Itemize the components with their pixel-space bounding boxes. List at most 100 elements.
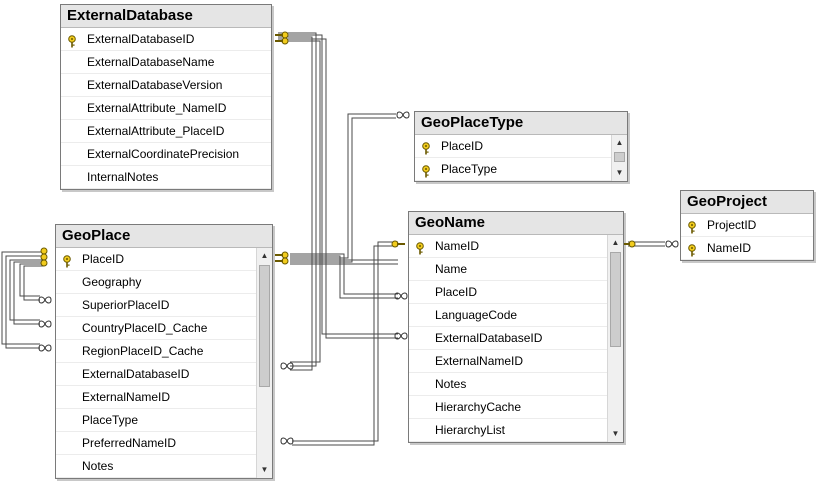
primary-key-icon [420, 163, 432, 178]
column-row[interactable]: SuperiorPlaceID [56, 294, 256, 317]
column-name: Notes [82, 459, 114, 473]
column-name: PlaceID [82, 252, 125, 266]
column-name: PlaceID [435, 285, 478, 299]
column-row[interactable]: PlaceID [415, 135, 611, 158]
column-name: InternalNotes [87, 170, 159, 184]
column-name: ExternalNameID [435, 354, 524, 368]
vertical-scrollbar[interactable]: ▲▼ [256, 248, 272, 478]
column-name: NameID [435, 239, 480, 253]
column-name: ExternalDatabaseVersion [87, 78, 223, 92]
infinity-end-icon [665, 240, 679, 248]
column-name: ExternalDatabaseID [435, 331, 543, 345]
column-row[interactable]: RegionPlaceID_Cache [56, 340, 256, 363]
column-row[interactable]: ExternalDatabaseName [61, 51, 271, 74]
column-name: NameID [707, 241, 752, 255]
key-end-icon [391, 240, 405, 248]
column-row[interactable]: Geography [56, 271, 256, 294]
column-row[interactable]: PlaceID [56, 248, 256, 271]
column-row[interactable]: ExternalNameID [56, 386, 256, 409]
column-name: CountryPlaceID_Cache [82, 321, 208, 335]
scroll-up-icon[interactable]: ▲ [611, 238, 620, 247]
column-name: Name [435, 262, 468, 276]
table-title: GeoPlace [56, 225, 272, 248]
column-name: ProjectID [707, 218, 757, 232]
table-title: GeoName [409, 212, 623, 235]
column-row[interactable]: ProjectID [681, 214, 813, 237]
column-row[interactable]: ExternalAttribute_NameID [61, 97, 271, 120]
key-end-icon [40, 247, 48, 267]
column-name: PlaceID [441, 139, 484, 153]
primary-key-icon [420, 140, 432, 155]
infinity-end-icon [394, 292, 408, 300]
primary-key-icon [414, 240, 426, 255]
scroll-thumb[interactable] [610, 252, 621, 348]
table-geo-project[interactable]: GeoProject ProjectID NameID [680, 190, 814, 261]
infinity-end-icon [280, 437, 294, 445]
infinity-end-icon [394, 332, 408, 340]
scroll-thumb[interactable] [614, 152, 625, 162]
primary-key-icon [686, 219, 698, 234]
infinity-end-icon [280, 362, 294, 370]
column-row[interactable]: PlaceType [415, 158, 611, 181]
column-row[interactable]: Name [409, 258, 607, 281]
column-name: Notes [435, 377, 467, 391]
scroll-thumb[interactable] [259, 265, 270, 387]
table-title: GeoPlaceType [415, 112, 627, 135]
table-title: ExternalDatabase [61, 5, 271, 28]
column-row[interactable]: ExternalDatabaseID [409, 327, 607, 350]
column-row[interactable]: HierarchyList [409, 419, 607, 442]
infinity-end-icon [38, 320, 52, 328]
column-row[interactable]: NameID [681, 237, 813, 260]
scroll-up-icon[interactable]: ▲ [615, 138, 624, 147]
column-name: ExternalDatabaseID [82, 367, 190, 381]
column-row[interactable]: LanguageCode [409, 304, 607, 327]
vertical-scrollbar[interactable]: ▲▼ [611, 135, 627, 181]
column-name: PlaceType [82, 413, 139, 427]
column-name: PreferredNameID [82, 436, 177, 450]
primary-key-icon [66, 33, 78, 48]
scroll-up-icon[interactable]: ▲ [260, 251, 269, 260]
key-end-icon [275, 31, 289, 45]
column-row[interactable]: ExternalCoordinatePrecision [61, 143, 271, 166]
column-name: Geography [82, 275, 142, 289]
column-row[interactable]: InternalNotes [61, 166, 271, 189]
column-row[interactable]: ExternalDatabaseVersion [61, 74, 271, 97]
column-row[interactable]: PreferredNameID [56, 432, 256, 455]
column-row[interactable]: ExternalAttribute_PlaceID [61, 120, 271, 143]
infinity-end-icon [38, 344, 52, 352]
column-row[interactable]: PlaceType [56, 409, 256, 432]
column-row[interactable]: NameID [409, 235, 607, 258]
primary-key-icon [686, 242, 698, 257]
column-row[interactable]: HierarchyCache [409, 396, 607, 419]
scroll-down-icon[interactable]: ▼ [611, 429, 620, 438]
column-row[interactable]: Notes [56, 455, 256, 478]
vertical-scrollbar[interactable]: ▲▼ [607, 235, 623, 442]
column-name: ExternalCoordinatePrecision [87, 147, 240, 161]
column-name: HierarchyList [435, 423, 506, 437]
column-name: HierarchyCache [435, 400, 522, 414]
column-row[interactable]: ExternalDatabaseID [61, 28, 271, 51]
column-name: ExternalAttribute_PlaceID [87, 124, 225, 138]
column-row[interactable]: Notes [409, 373, 607, 396]
column-name: RegionPlaceID_Cache [82, 344, 204, 358]
infinity-end-icon [38, 296, 52, 304]
column-row[interactable]: ExternalDatabaseID [56, 363, 256, 386]
table-title: GeoProject [681, 191, 813, 214]
column-row[interactable]: ExternalNameID [409, 350, 607, 373]
column-name: ExternalAttribute_NameID [87, 101, 227, 115]
column-row[interactable]: CountryPlaceID_Cache [56, 317, 256, 340]
column-row[interactable]: PlaceID [409, 281, 607, 304]
primary-key-icon [61, 253, 73, 268]
column-name: SuperiorPlaceID [82, 298, 170, 312]
scroll-down-icon[interactable]: ▼ [260, 465, 269, 474]
scroll-down-icon[interactable]: ▼ [615, 168, 624, 177]
